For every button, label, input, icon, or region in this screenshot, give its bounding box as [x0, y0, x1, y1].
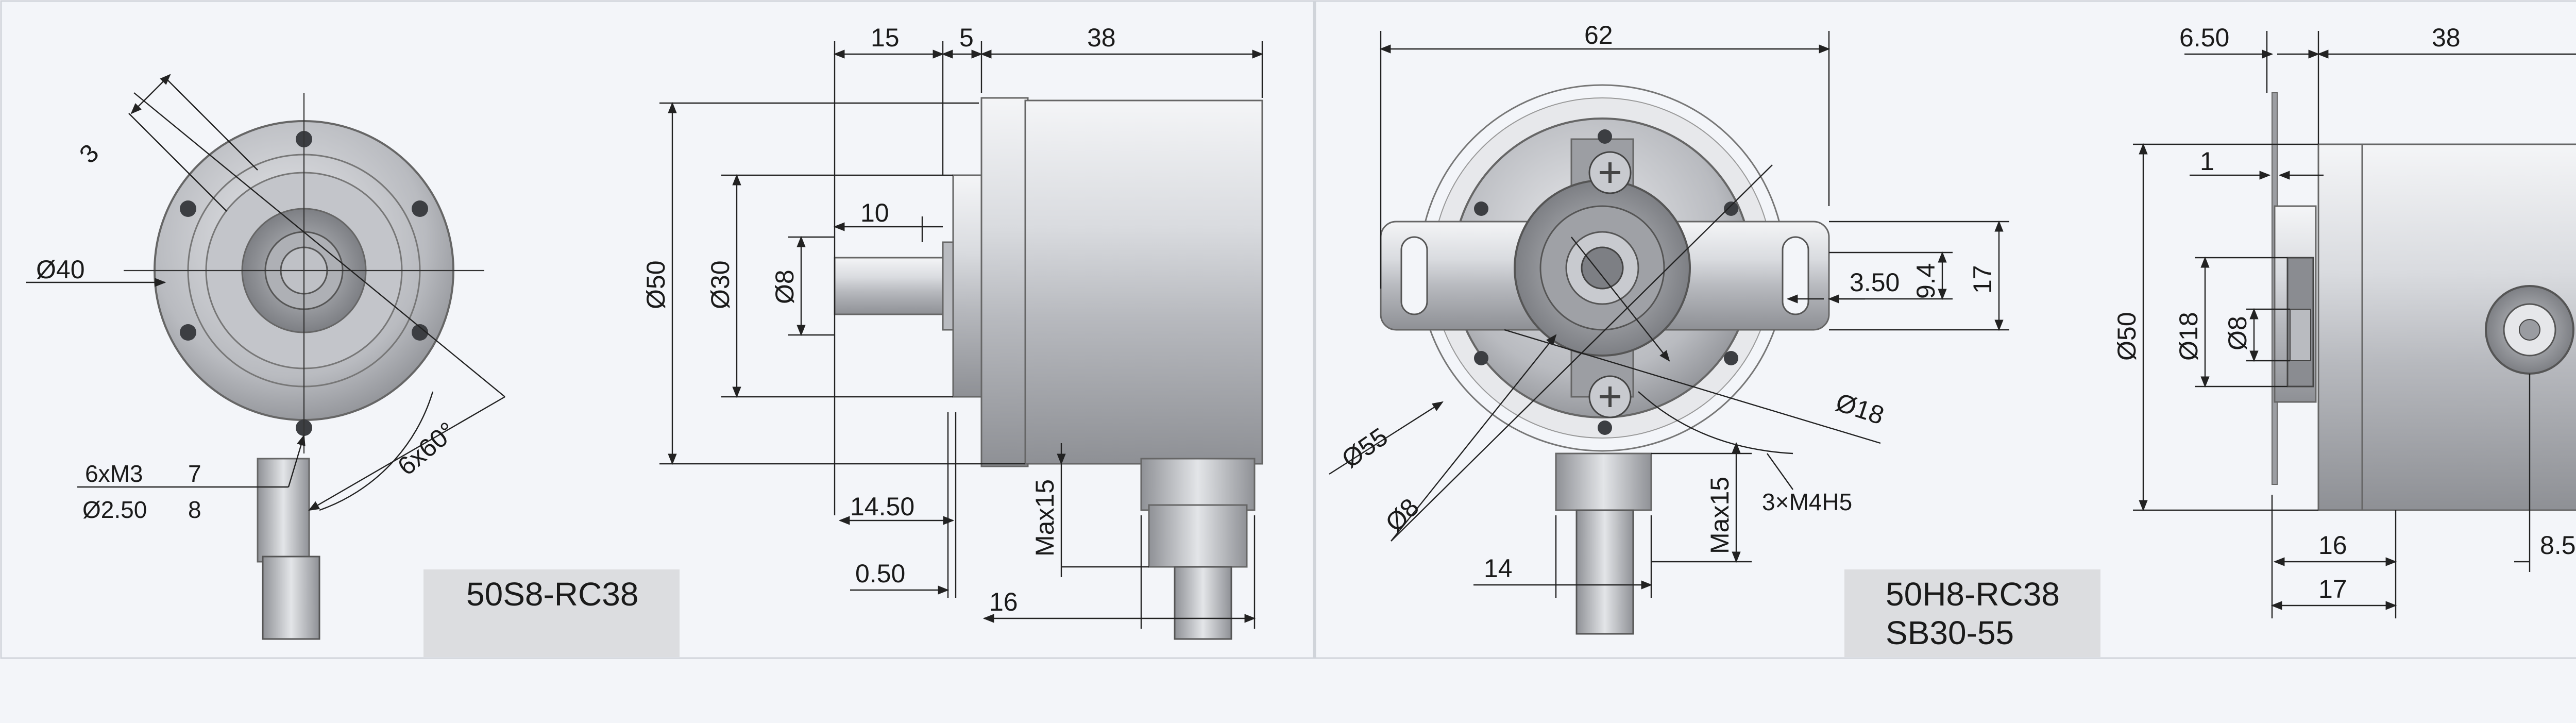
dim-dia50: Ø50 [641, 260, 670, 309]
dim-38: 38 [1087, 23, 1116, 52]
dim-1: 1 [2200, 147, 2214, 176]
dim-62: 62 [1584, 21, 1613, 49]
dim-holes-line2: Ø2.50 [82, 496, 147, 523]
dim-3-50: 3.50 [1850, 268, 1900, 297]
dim-screws: 3×M4H5 [1762, 489, 1852, 515]
left-model-label-box [423, 569, 680, 657]
right-front-view [1329, 31, 2009, 635]
dim-9-4: 9.4 [1911, 263, 1940, 299]
dim-10: 10 [860, 198, 889, 227]
dim-16: 16 [989, 587, 1018, 616]
right-model-label-line1: 50H8-RC38 [1886, 576, 2060, 613]
left-side-view [659, 41, 1264, 640]
right-side-view [2133, 31, 2576, 618]
dim-15: 15 [871, 23, 900, 52]
dim-0-50: 0.50 [855, 559, 905, 588]
dim-max15: Max15 [1030, 479, 1059, 557]
right-model-label-line2: SB30-55 [1886, 614, 2014, 651]
dim-5: 5 [959, 23, 974, 52]
left-front-view [26, 74, 505, 640]
dim-holes-depth1: 7 [188, 460, 201, 487]
dim-14-50: 14.50 [850, 492, 914, 521]
dim-8-50: 8.50 [2540, 531, 2576, 560]
dim-dia50-right: Ø50 [2112, 312, 2141, 361]
dim-dia8-right: Ø8 [2223, 316, 2252, 350]
dim-17-right: 17 [2318, 575, 2347, 603]
right-model-label-box [1844, 569, 2100, 657]
dim-14: 14 [1484, 554, 1513, 583]
dim-dia30: Ø30 [706, 260, 735, 309]
dim-holes-depth2: 8 [188, 496, 201, 523]
left-model-label: 50S8-RC38 [466, 576, 638, 613]
dim-flange-dia: Ø40 [36, 255, 85, 284]
dim-max15-right: Max15 [1705, 477, 1734, 554]
dim-17: 17 [1968, 265, 1997, 294]
dim-holes-line1: 6xM3 [85, 460, 143, 487]
dim-6-50: 6.50 [2179, 23, 2229, 52]
dim-38-right: 38 [2432, 23, 2461, 52]
dim-dia8: Ø8 [770, 270, 799, 304]
dim-dia18: Ø18 [2174, 312, 2203, 361]
dim-16-right: 16 [2318, 531, 2347, 560]
